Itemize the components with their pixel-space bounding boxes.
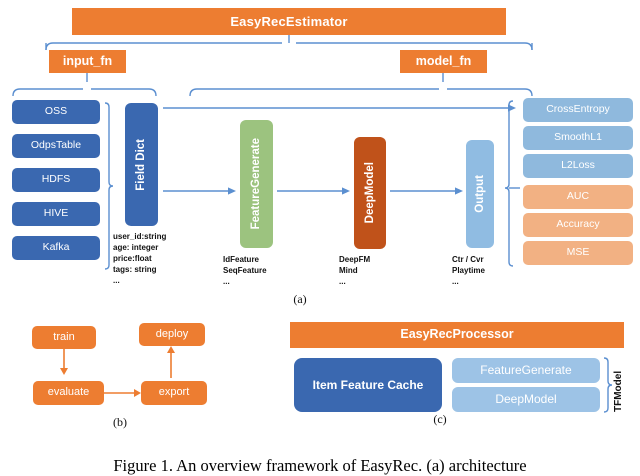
tfmodel-label: TFModel <box>613 370 624 412</box>
flow-node-evaluate[interactable]: evaluate <box>33 381 104 405</box>
loss-l2loss[interactable]: L2Loss <box>523 154 633 178</box>
data-source-hive[interactable]: HIVE <box>12 202 100 226</box>
figure-caption: Figure 1. An overview framework of EasyR… <box>113 456 527 475</box>
data-source-label: HDFS <box>41 173 71 186</box>
data-source-odpstable[interactable]: OdpsTable <box>12 134 100 158</box>
tf-sub-label: FeatureGenerate <box>480 363 572 378</box>
data-source-oss[interactable]: OSS <box>12 100 100 124</box>
deep-model-note: DeepFM Mind ... <box>339 255 371 286</box>
tf-sub-label: DeepModel <box>495 392 557 407</box>
estimator-banner: EasyRecEstimator <box>72 8 506 35</box>
input-fn-label: input_fn <box>62 53 113 68</box>
loss-crossentropy[interactable]: CrossEntropy <box>523 98 633 122</box>
loss-label: SmoothL1 <box>554 131 602 144</box>
model-fn-tag[interactable]: model_fn <box>400 50 487 73</box>
data-source-label: Kafka <box>42 241 70 254</box>
tf-feature-generate-box[interactable]: FeatureGenerate <box>452 358 600 383</box>
panel-a-label: (a) <box>293 292 307 306</box>
loss-label: CrossEntropy <box>546 103 610 116</box>
output-label: Output <box>473 175 486 213</box>
flow-node-label: export <box>158 386 190 399</box>
feature-generate-note: IdFeature SeqFeature ... <box>223 255 267 286</box>
loss-smoothl1[interactable]: SmoothL1 <box>523 126 633 150</box>
metric-label: MSE <box>566 246 590 259</box>
flow-node-label: deploy <box>155 327 189 340</box>
deep-model-box[interactable]: DeepModel <box>354 137 386 249</box>
feature-generate-label: FeatureGenerate <box>250 138 263 230</box>
flow-node-train[interactable]: train <box>32 326 96 349</box>
flow-node-export[interactable]: export <box>141 381 207 405</box>
processor-banner: EasyRecProcessor <box>290 322 624 348</box>
flow-node-label: train <box>53 330 75 343</box>
output-note: Ctr / Cvr Playtime ... <box>452 255 485 286</box>
data-source-label: OSS <box>44 105 68 118</box>
item-feature-cache-label: Item Feature Cache <box>312 377 424 392</box>
data-source-hdfs[interactable]: HDFS <box>12 168 100 192</box>
flow-node-label: evaluate <box>47 386 90 399</box>
metric-label: Accuracy <box>556 218 600 231</box>
metric-accuracy[interactable]: Accuracy <box>523 213 633 237</box>
data-source-label: OdpsTable <box>30 139 82 152</box>
data-source-kafka[interactable]: Kafka <box>12 236 100 260</box>
data-source-label: HIVE <box>43 207 69 220</box>
metric-auc[interactable]: AUC <box>523 185 633 209</box>
metric-mse[interactable]: MSE <box>523 241 633 265</box>
field-dict-note: user_id:string age: integer price:float … <box>113 232 167 285</box>
loss-label: L2Loss <box>561 159 595 172</box>
item-feature-cache-box[interactable]: Item Feature Cache <box>294 358 442 412</box>
processor-banner-label: EasyRecProcessor <box>400 327 514 342</box>
metric-label: AUC <box>566 190 590 203</box>
field-dict-box[interactable]: Field Dict <box>125 103 158 226</box>
estimator-banner-label: EasyRecEstimator <box>230 13 348 29</box>
flow-node-deploy[interactable]: deploy <box>139 323 205 346</box>
input-fn-tag[interactable]: input_fn <box>49 50 126 73</box>
deep-model-label: DeepModel <box>363 162 376 224</box>
panel-c-label: (c) <box>433 412 447 426</box>
output-box[interactable]: Output <box>466 140 494 248</box>
feature-generate-box[interactable]: FeatureGenerate <box>240 120 273 248</box>
model-fn-label: model_fn <box>415 53 472 68</box>
tf-deep-model-box[interactable]: DeepModel <box>452 387 600 412</box>
field-dict-label: Field Dict <box>135 138 148 191</box>
panel-b-label: (b) <box>113 415 127 429</box>
